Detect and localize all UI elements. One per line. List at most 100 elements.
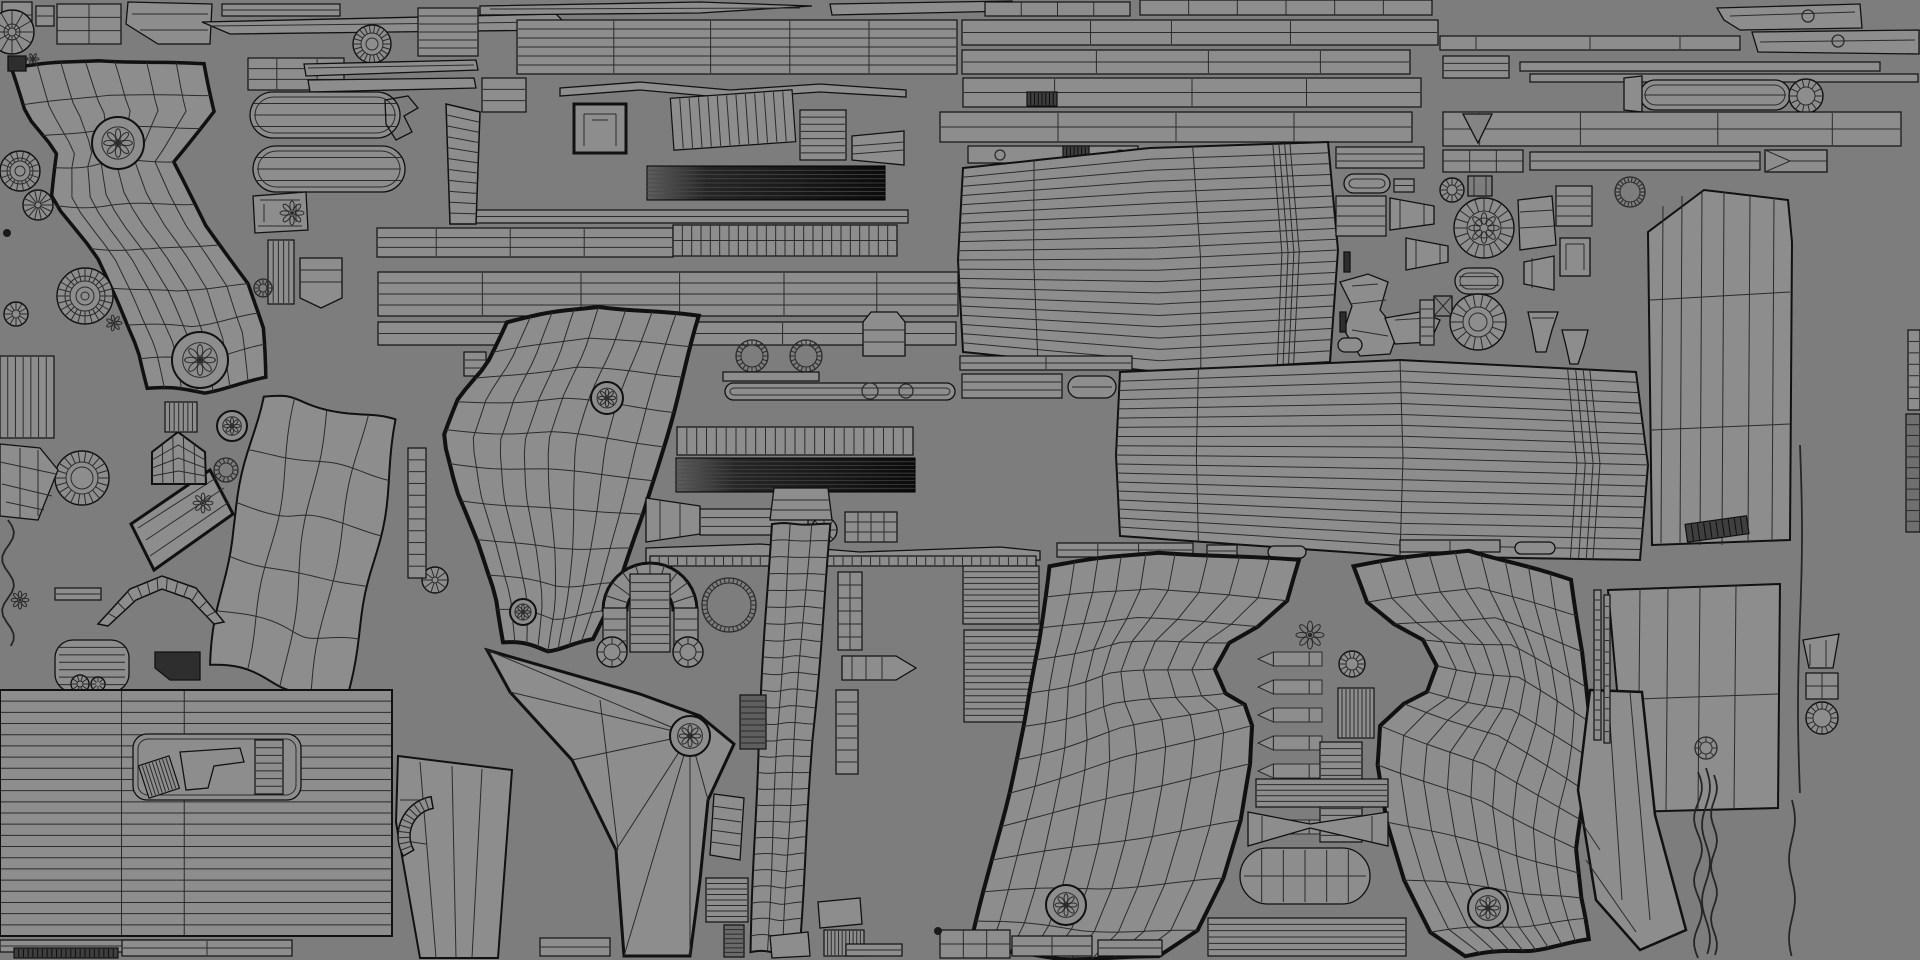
dark-wedge xyxy=(154,651,201,681)
flower-c xyxy=(192,492,214,514)
mag-cap xyxy=(769,487,833,521)
rod-e xyxy=(1788,799,1796,957)
gear-c xyxy=(0,9,35,55)
thin-col xyxy=(835,689,859,775)
bb-1 xyxy=(845,943,903,957)
fr-bulb xyxy=(1788,78,1824,114)
corner-strip xyxy=(35,5,55,27)
rc-s3 xyxy=(1393,178,1415,193)
gear-a xyxy=(56,267,114,325)
grid-a xyxy=(844,511,898,543)
dot-a xyxy=(3,229,11,237)
flower-b xyxy=(26,53,40,65)
holster-top xyxy=(1646,188,1794,547)
ag-strip xyxy=(1399,539,1501,553)
cb-bar xyxy=(722,371,820,382)
wheel-b xyxy=(421,566,449,594)
ring-c xyxy=(213,457,239,483)
rib-blob xyxy=(669,89,797,151)
main-grip xyxy=(442,304,702,654)
rc-pin-b xyxy=(1339,311,1347,333)
band-c xyxy=(376,227,674,258)
bottom-plate xyxy=(0,689,393,937)
fan-wedge xyxy=(0,443,59,521)
rod-a xyxy=(1693,771,1703,959)
trap-cap xyxy=(709,793,745,861)
cb-hole-1 xyxy=(861,382,879,400)
rc-mushroom-b xyxy=(1561,329,1589,365)
funnel-a xyxy=(645,497,701,543)
grid-b xyxy=(837,571,863,651)
tube-grid xyxy=(672,224,898,257)
bb-3 xyxy=(1011,935,1093,957)
screw-d xyxy=(216,410,248,442)
bb-4 xyxy=(1097,939,1163,957)
gear-e xyxy=(3,301,29,327)
fr-band-2 xyxy=(1529,151,1761,171)
gear-b xyxy=(0,150,41,192)
portal-u xyxy=(572,102,628,155)
hs-ear-a xyxy=(596,636,628,668)
ring-d xyxy=(701,577,757,633)
gear-h xyxy=(90,676,106,692)
fr-rail-1 xyxy=(1439,35,1741,51)
arch-band xyxy=(96,575,226,627)
rc-funnel-a xyxy=(1389,197,1435,231)
ribbed-a xyxy=(705,877,749,923)
screw-e xyxy=(590,381,624,415)
tr-hole-a xyxy=(994,149,1006,161)
inset-silhouette xyxy=(179,747,245,791)
hs-ladder xyxy=(629,573,671,653)
flower-d xyxy=(10,590,30,610)
screw-c xyxy=(171,331,229,389)
rc-dome xyxy=(1337,337,1363,353)
bullet-cap xyxy=(841,655,918,681)
frc-block xyxy=(1805,672,1839,700)
ladder-a xyxy=(445,103,481,225)
bb-5 xyxy=(769,931,811,959)
screw-h xyxy=(1467,887,1509,929)
tr-block-b xyxy=(1139,0,1433,16)
house-piece xyxy=(299,257,343,309)
rc-trap xyxy=(1523,255,1555,291)
big-stripe-band xyxy=(516,19,958,75)
holster-hatch xyxy=(1684,515,1750,543)
rc-h-bracket xyxy=(1467,175,1493,197)
rod-d xyxy=(1797,444,1803,794)
rod-c xyxy=(1710,774,1718,956)
cord-a xyxy=(1,519,15,647)
rc-gear-c xyxy=(1449,293,1507,351)
screw-f xyxy=(509,598,537,626)
lg-accordion xyxy=(962,565,1040,625)
bolt-a xyxy=(54,587,102,601)
fr-band-1 xyxy=(1442,111,1902,147)
bracket-b xyxy=(267,239,295,305)
fr-block xyxy=(1442,55,1510,79)
hook-piece xyxy=(384,95,419,141)
bb-2 xyxy=(939,929,1011,959)
fr-tube xyxy=(1639,79,1791,111)
rc-gear-b xyxy=(1453,197,1515,259)
dark-block-a xyxy=(164,401,198,433)
edge-bar xyxy=(1905,413,1920,533)
trap-a xyxy=(851,130,905,166)
wavy-strip xyxy=(559,81,907,99)
bb-6 xyxy=(539,937,611,957)
ring-f xyxy=(789,339,823,373)
capsule-a xyxy=(249,91,401,139)
ring-b xyxy=(253,278,273,298)
flap xyxy=(1576,688,1688,952)
blade-b xyxy=(303,59,479,77)
rc-mushroom-a xyxy=(1527,311,1559,353)
block-a xyxy=(56,3,122,45)
blade-c xyxy=(307,77,477,93)
rc-ring xyxy=(1614,176,1646,208)
cb-hole-2 xyxy=(898,383,914,399)
tr-band-1 xyxy=(961,19,1439,46)
uv-panel-2 xyxy=(1114,358,1650,562)
tr-pill xyxy=(1067,375,1117,399)
bar-a xyxy=(221,3,341,17)
capsule-b xyxy=(252,145,406,193)
